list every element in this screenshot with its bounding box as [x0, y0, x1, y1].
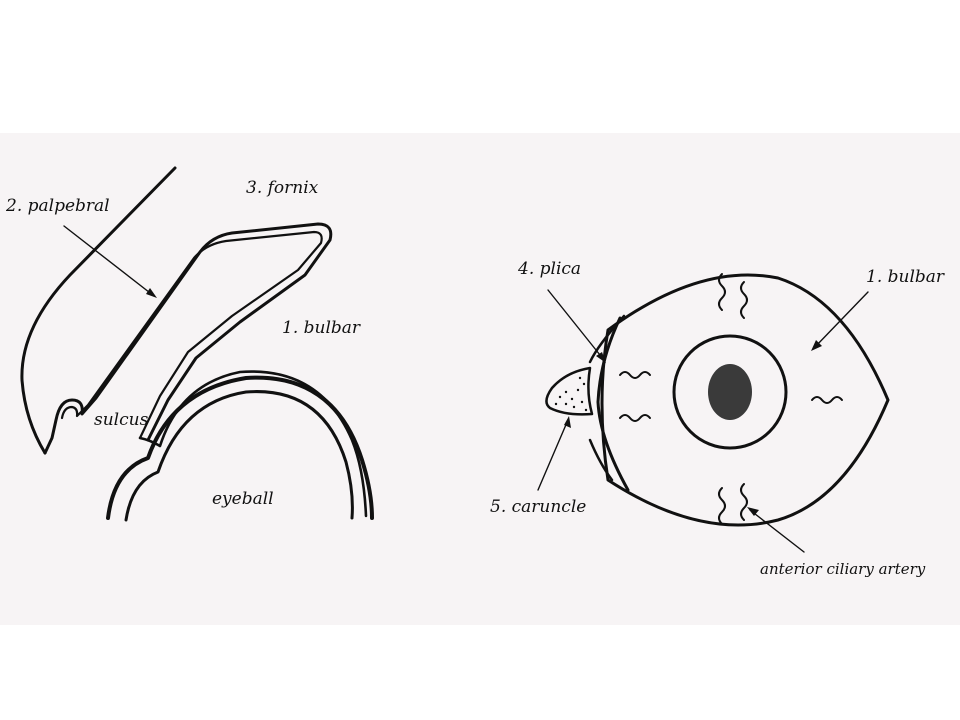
label-caruncle: 5. caruncle — [490, 497, 586, 517]
artery-pointer-arrowhead — [747, 507, 759, 516]
label-anterior-ciliary-artery: anterior ciliary artery — [760, 560, 926, 578]
palpebral-pointer-line — [63, 225, 155, 297]
plica-fold — [596, 316, 630, 492]
caruncle-pointer-line — [537, 419, 569, 491]
label-sulcus: sulcus — [94, 410, 149, 430]
caruncle-stipple — [554, 376, 588, 412]
bulbar-conjunctiva-layer — [138, 370, 368, 518]
pupil — [708, 364, 752, 420]
eyeball-outer-wall — [106, 375, 374, 520]
label-bulbar-left: 1. bulbar — [282, 318, 361, 338]
conjunctival-vessels — [619, 273, 843, 525]
artery-pointer-line — [749, 509, 805, 553]
medial-canthus-line — [588, 314, 626, 482]
caruncle-shape — [545, 366, 594, 416]
label-fornix: 3. fornix — [246, 178, 319, 198]
plica-pointer-line — [547, 289, 605, 361]
figure-panel — [0, 133, 960, 625]
palpebral-pointer-arrowhead — [146, 288, 157, 298]
caruncle-pointer-arrowhead — [564, 416, 571, 428]
bulbar-pointer-line — [813, 291, 869, 349]
bulbar-pointer-arrowhead — [811, 340, 822, 351]
eyelid-outline — [20, 166, 177, 455]
label-palpebral: 2. palpebral — [5, 196, 110, 216]
palpebral-conjunctiva-inner — [60, 230, 323, 440]
label-eyeball: eyeball — [212, 489, 274, 509]
plica-pointer-arrowhead — [596, 352, 606, 363]
label-plica: 4. plica — [517, 259, 581, 279]
iris — [672, 334, 788, 450]
frontal-view: 4. plica 1. bulbar 5. caruncle anterior … — [490, 259, 945, 578]
sagittal-section-view: 2. palpebral 3. fornix 1. bulbar sulcus … — [5, 166, 374, 522]
eyeball-inner-wall — [124, 390, 354, 522]
label-bulbar-right: 1. bulbar — [866, 267, 945, 287]
